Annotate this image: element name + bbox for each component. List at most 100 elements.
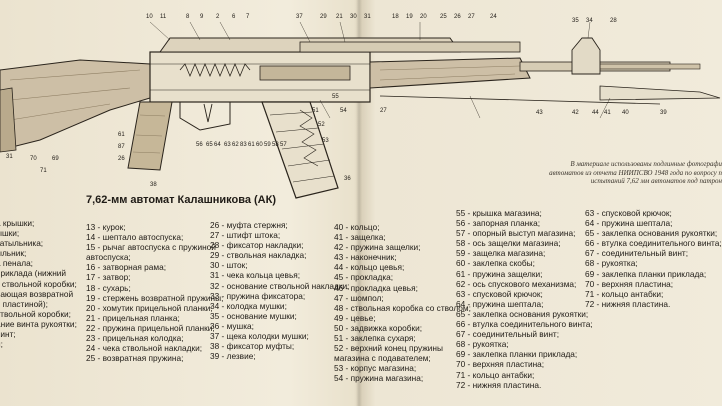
- legend-item: 55 - крышка магазина;: [456, 208, 542, 218]
- legend-item: к ствольной коробки;: [0, 278, 77, 289]
- legend-item: 39 - лезвие;: [210, 351, 256, 362]
- callout: 9: [200, 14, 204, 20]
- legend-item: 69 - заклепка планки приклада;: [585, 268, 707, 279]
- callout: 53: [322, 138, 329, 144]
- legend-column-2: 26 - муфта стержня; 27 - штифт штока; 28…: [210, 220, 349, 361]
- legend-item: 65 - заклепка основания рукоятки;: [456, 308, 589, 319]
- legend-item: ыльник;: [0, 248, 27, 259]
- callout: 70: [30, 156, 37, 162]
- legend-item: 64 - пружина шептала;: [585, 218, 673, 229]
- legend-item: 43 - наконечник;: [334, 252, 397, 263]
- legend-item: 72 - нижняя пластина.: [585, 298, 671, 309]
- callout: 35: [572, 18, 579, 24]
- legend-item: и;: [0, 339, 3, 350]
- callout: 59: [264, 142, 271, 148]
- callout: 31: [6, 154, 13, 160]
- legend-item: ание винта рукоятки;: [0, 318, 77, 329]
- legend-item: автоспуска;: [86, 252, 131, 263]
- callout: 29: [320, 14, 327, 20]
- magazine: [261, 101, 339, 199]
- legend-item: 63 - спусковой крючок;: [456, 288, 543, 299]
- stock-outline: [0, 59, 151, 151]
- callout: 36: [344, 176, 351, 182]
- legend-item: 17 - затвор;: [86, 272, 131, 283]
- rifle-exploded-drawing: 10 11 8 9 2 6 7 37 29 21 30 31 18 19 20 …: [0, 14, 721, 199]
- legend-item: 53 - корпус магазина;: [334, 363, 417, 374]
- legend-item: 46 - прокладка цевья;: [334, 282, 418, 293]
- legend-item: 37 - щека колодки мушки;: [210, 331, 309, 342]
- magazine-spring: [299, 109, 319, 167]
- callout: 43: [536, 110, 543, 116]
- callout: 18: [392, 14, 399, 20]
- legend-item: приклада (нижний: [0, 268, 67, 279]
- legend-item: 56 - запорная планка;: [456, 218, 540, 229]
- legend-item: 45 - прокладка;: [334, 272, 394, 283]
- book-spine: [356, 0, 362, 406]
- legend-item: 42 - пружина защелки;: [334, 242, 421, 253]
- legend-item: 62 - ось спускового механизма;: [456, 278, 577, 289]
- legend-item: 61 - пружина защелки;: [456, 268, 543, 279]
- legend-column-5: 63 - спусковой крючок; 64 - пружина шепт…: [585, 208, 722, 309]
- legend-column-1: 13 - курок; 14 - шептало автоспуска; 15 …: [86, 222, 223, 363]
- callout: 61: [248, 142, 255, 148]
- callout: 26: [454, 14, 461, 20]
- callout: 51: [312, 108, 319, 114]
- callout: 41: [604, 110, 611, 116]
- callout: 7: [246, 14, 250, 20]
- callout: 42: [572, 110, 579, 116]
- callout: 10: [146, 14, 153, 20]
- legend-item: 44 - кольцо цевья;: [334, 262, 405, 273]
- caption-line: автоматов из отчета НИИПСВО 1948 года по…: [549, 168, 722, 177]
- legend-item: 66 - втулка соединительного винта;: [456, 319, 593, 330]
- legend-item: 14 - шептало автоспуска;: [86, 232, 184, 243]
- legend-item: 64 - пружина шептала;: [456, 298, 544, 309]
- handguard: [369, 57, 531, 89]
- legend-item: 35 - основание мушки;: [210, 310, 297, 321]
- legend-item: 31 - чека кольца цевья;: [210, 270, 301, 281]
- legend-item: ствольной коробки;: [0, 308, 71, 319]
- legend-item: 67 - соединительный винт;: [456, 329, 560, 340]
- legend-item: 70 - верхняя пластина;: [456, 359, 545, 370]
- legend-item: 19 - стержень возвратной пружины;: [86, 292, 224, 303]
- legend-item: 33 - пружина фиксатора;: [210, 290, 306, 301]
- legend-item: 57 - опорный выступ магазина;: [456, 228, 576, 239]
- recoil-spring: [179, 62, 251, 78]
- legend-item: 25 - возвратная пружина;: [86, 353, 184, 364]
- legend-item: 70 - верхняя пластина;: [585, 278, 674, 289]
- callout: 44: [592, 110, 599, 116]
- legend-item: 58 - ось защелки магазина;: [456, 238, 561, 249]
- legend-item: 36 - мушка;: [210, 320, 254, 331]
- legend-item: вающая возвратной: [0, 288, 74, 299]
- legend-item: 15 - рычаг автоспуска с пружиной: [86, 242, 216, 253]
- legend-item: 68 - рукоятка;: [585, 258, 638, 269]
- pistol-grip: [127, 101, 173, 171]
- legend-item: 52 - верхний конец пружины: [334, 343, 443, 354]
- source-caption: В материале использованы подлинные фотог…: [500, 160, 722, 186]
- callout: 21: [336, 14, 343, 20]
- legend-item: магазина с подавателем;: [334, 353, 431, 364]
- caption-line: испытаний 7,62 мм автоматов под патрон: [590, 177, 722, 185]
- legend-item: затыльника;: [0, 238, 44, 249]
- trigger: [203, 103, 213, 123]
- gas-tube: [299, 41, 521, 53]
- legend-item: а пенала;: [0, 258, 33, 269]
- legend-item: 41 - защелка;: [334, 232, 386, 243]
- legend-item: 38 - фиксатор муфты;: [210, 341, 295, 352]
- legend-item: 71 - кольцо антабки;: [456, 369, 535, 380]
- callout: 24: [490, 14, 497, 20]
- legend-item: 50 - задвижка коробки;: [334, 322, 423, 333]
- callout: 19: [406, 14, 413, 20]
- legend-item: 30 - шток;: [210, 260, 248, 271]
- legend-item: 16 - затворная рама;: [86, 262, 167, 273]
- front-sight: [571, 37, 601, 75]
- callout: 63: [224, 142, 231, 148]
- legend-item: 23 - прицельная колодка;: [86, 333, 184, 344]
- legend-item: 40 - кольцо;: [334, 222, 380, 232]
- legend-item: 27 - штифт штока;: [210, 230, 281, 241]
- callout: 52: [318, 122, 325, 128]
- callout: 38: [150, 182, 157, 188]
- cleaning-rod: [379, 95, 661, 105]
- figure-title: 7,62-мм автомат Калашникова (АК): [86, 194, 277, 206]
- callout: 39: [660, 110, 667, 116]
- callout: 26: [118, 156, 125, 162]
